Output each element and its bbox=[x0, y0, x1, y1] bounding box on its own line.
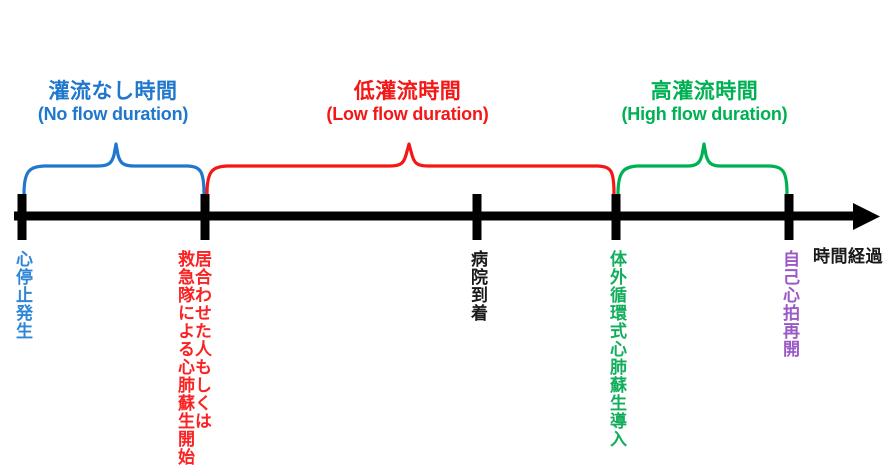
event-label-hospital-arrival: 病院到着 bbox=[468, 250, 487, 322]
axis-caption: 時間経過 bbox=[813, 247, 883, 266]
event-label-bystander-cpr-col-left-text: 救急隊による心肺蘇生開始 bbox=[175, 250, 194, 466]
phase-label-low-flow-jp: 低灌流時間 bbox=[353, 80, 462, 103]
event-label-cardiac-arrest-text: 心停止発生 bbox=[13, 250, 32, 340]
event-label-ecpr-introduction: 体外循環式心肺蘇生導入 bbox=[607, 250, 626, 448]
phase-label-low-flow: 低灌流時間 (Low flow duration) bbox=[295, 80, 520, 124]
phase-label-no-flow-jp: 灌流なし時間 bbox=[48, 80, 178, 103]
event-label-hospital-arrival-text: 病院到着 bbox=[468, 250, 487, 322]
phase-label-high-flow-jp: 高灌流時間 bbox=[650, 80, 759, 103]
phase-label-low-flow-en: (Low flow duration) bbox=[326, 103, 489, 124]
event-label-ecpr-introduction-text: 体外循環式心肺蘇生導入 bbox=[607, 250, 626, 448]
phase-label-high-flow: 高灌流時間 (High flow duration) bbox=[592, 80, 817, 124]
event-label-bystander-cpr-col-right-text: 居合わせた人もしくは bbox=[192, 250, 211, 430]
event-label-cardiac-arrest: 心停止発生 bbox=[13, 250, 32, 340]
phase-label-no-flow: 灌流なし時間 (No flow duration) bbox=[18, 80, 208, 124]
event-label-bystander-cpr: 居合わせた人もしくは 救急隊による心肺蘇生開始 bbox=[175, 250, 211, 466]
event-label-rosc: 自己心拍再開 bbox=[780, 250, 799, 358]
arrow-right-icon bbox=[853, 203, 880, 230]
event-label-bystander-cpr-col-left: 救急隊による心肺蘇生開始 bbox=[175, 250, 194, 466]
event-label-bystander-cpr-col-right: 居合わせた人もしくは bbox=[192, 250, 211, 466]
event-label-rosc-text: 自己心拍再開 bbox=[780, 250, 799, 358]
phase-label-high-flow-en: (High flow duration) bbox=[621, 103, 788, 124]
phase-label-no-flow-en: (No flow duration) bbox=[37, 103, 189, 124]
